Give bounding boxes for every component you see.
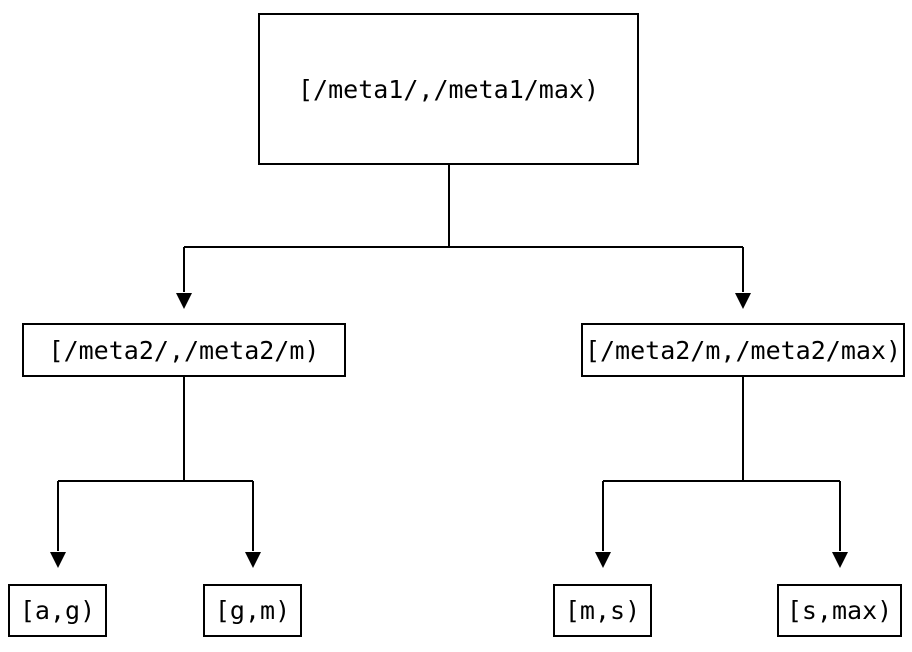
leaf-node-ms: [m,s) [553,584,652,637]
leaf-node-smax-label: [s,max) [786,596,893,625]
right-branch-node-label: [/meta2/m,/meta2/max) [584,335,902,365]
arrow-down-icon [595,552,611,568]
arrow-down-icon [50,552,66,568]
leaf-node-ag: [a,g) [8,584,107,637]
leaf-node-ag-label: [a,g) [19,596,96,625]
connector-left-to-leaves [57,377,254,551]
root-node-label: [/meta1/,/meta1/max) [297,74,600,104]
arrow-down-icon [832,552,848,568]
arrow-down-icon [176,293,192,309]
root-node: [/meta1/,/meta1/max) [258,13,639,165]
arrow-down-icon [735,293,751,309]
arrow-down-icon [245,552,261,568]
connector-right-to-leaves [602,377,841,551]
leaf-node-gm: [g,m) [203,584,302,637]
left-branch-node-label: [/meta2/,/meta2/m) [48,335,320,365]
connector-root-to-level2 [183,165,744,292]
left-branch-node: [/meta2/,/meta2/m) [22,323,346,377]
leaf-node-smax: [s,max) [777,584,902,637]
leaf-node-ms-label: [m,s) [564,596,641,625]
leaf-node-gm-label: [g,m) [214,596,291,625]
right-branch-node: [/meta2/m,/meta2/max) [581,323,905,377]
